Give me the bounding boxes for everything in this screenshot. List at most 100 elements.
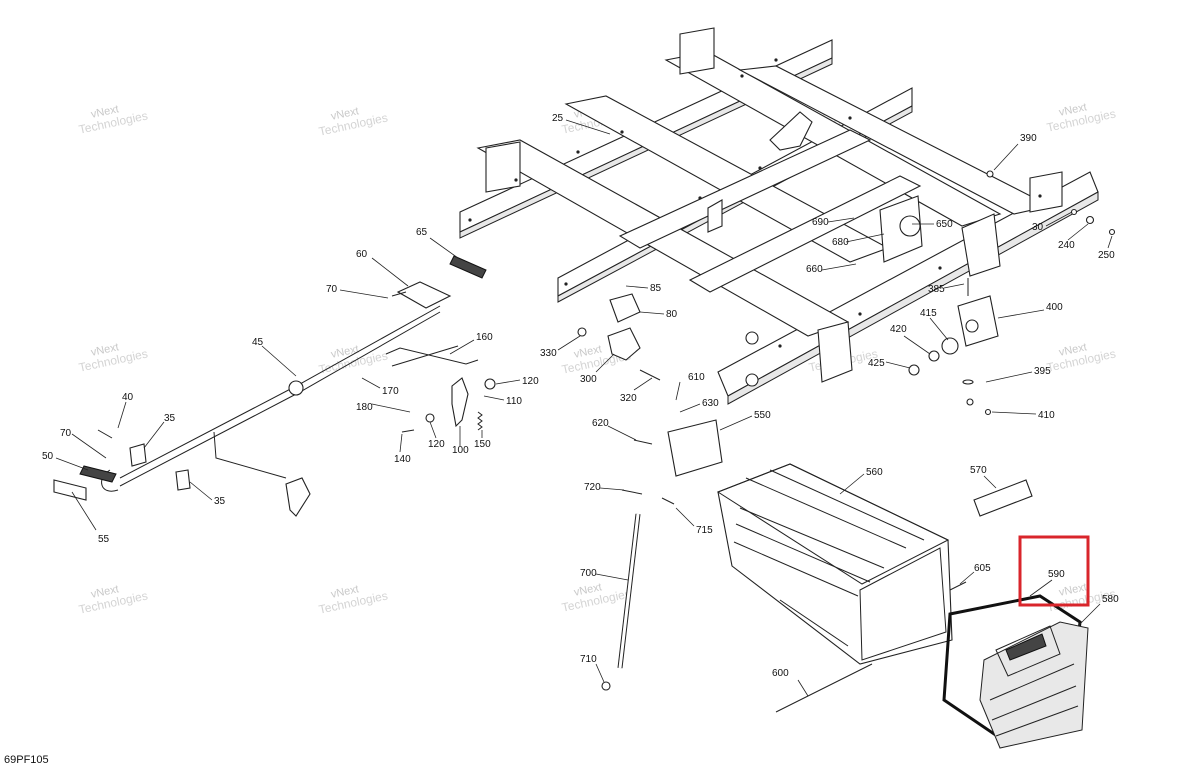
svg-text:35: 35 (164, 413, 176, 424)
callout[interactable]: 690 (812, 217, 855, 228)
main-frame (459, 27, 1099, 405)
svg-text:600: 600 (772, 668, 789, 679)
callout[interactable]: 400 (997, 302, 1063, 319)
callout[interactable]: 385 (928, 283, 965, 295)
callout[interactable]: 250 (1098, 235, 1115, 261)
callout[interactable]: 395 (985, 366, 1051, 383)
svg-text:620: 620 (592, 418, 609, 429)
pedal-linkage-assembly (53, 255, 496, 517)
svg-text:65: 65 (416, 227, 428, 238)
callout[interactable]: 390 (993, 133, 1037, 171)
svg-text:55: 55 (98, 534, 110, 545)
callout[interactable]: 35 (143, 413, 176, 449)
callout[interactable]: 410 (991, 410, 1055, 421)
callout[interactable]: 700 (580, 568, 629, 581)
watermark: vNext Technologies (318, 583, 389, 616)
svg-text:vNext: vNext (1058, 341, 1088, 359)
callout[interactable]: 140 (394, 433, 411, 465)
callout[interactable]: 580 (1077, 594, 1119, 627)
callout[interactable]: 40 (117, 392, 134, 429)
watermark: vNext Technologies (1046, 101, 1117, 134)
callout[interactable]: 570 (970, 465, 997, 489)
callout[interactable]: 330 (540, 335, 581, 359)
callout[interactable]: 110 (483, 395, 522, 407)
svg-text:715: 715 (696, 525, 713, 536)
callout[interactable]: 50 (42, 451, 89, 471)
callout[interactable]: 25 (552, 113, 611, 135)
figure-code: 69PF105 (4, 754, 49, 766)
callout[interactable]: 35 (189, 481, 226, 507)
callout[interactable]: 425 (868, 358, 911, 369)
svg-text:70: 70 (60, 428, 72, 439)
callout[interactable]: 240 (1058, 223, 1089, 251)
svg-text:70: 70 (326, 284, 338, 295)
callout[interactable]: 70 (60, 428, 107, 459)
svg-text:vNext: vNext (1058, 101, 1088, 119)
callout[interactable]: 70 (326, 284, 389, 299)
svg-text:390: 390 (1020, 133, 1037, 144)
svg-text:410: 410 (1038, 410, 1055, 421)
svg-text:50: 50 (42, 451, 54, 462)
callout[interactable]: 630 (679, 398, 719, 413)
watermark: vNext Technologies (78, 341, 149, 374)
callout[interactable]: 180 (356, 402, 411, 413)
svg-text:610: 610 (688, 372, 705, 383)
svg-text:120: 120 (428, 439, 445, 450)
callout[interactable]: 120 (428, 421, 445, 450)
svg-text:150: 150 (474, 439, 491, 450)
callout[interactable]: 650 (912, 219, 953, 230)
callout[interactable]: 60 (356, 249, 409, 287)
callout[interactable]: 605 (959, 563, 991, 585)
watermark: vNext Technologies (318, 105, 389, 138)
svg-text:690: 690 (812, 217, 829, 228)
watermark: vNext Technologies (561, 581, 632, 614)
callout[interactable]: 45 (252, 337, 297, 377)
callout[interactable]: 590 (1029, 569, 1065, 597)
callout[interactable]: 610 (675, 372, 705, 401)
svg-text:700: 700 (580, 568, 597, 579)
svg-text:vNext: vNext (330, 343, 360, 361)
callout[interactable]: 30 (1032, 211, 1073, 233)
callout[interactable]: 680 (832, 233, 885, 248)
callout[interactable]: 160 (449, 332, 493, 355)
callout[interactable]: 55 (71, 491, 110, 545)
storage-box (716, 463, 953, 713)
callout[interactable]: 600 (772, 668, 809, 697)
svg-text:35: 35 (214, 496, 226, 507)
callout[interactable]: 100 (452, 426, 469, 456)
callout[interactable]: 170 (361, 377, 399, 397)
svg-text:vNext: vNext (330, 583, 360, 601)
callout[interactable]: 80 (639, 309, 678, 320)
callout[interactable]: 550 (719, 410, 771, 431)
svg-text:180: 180 (356, 402, 373, 413)
svg-text:120: 120 (522, 376, 539, 387)
svg-text:170: 170 (382, 386, 399, 397)
callout[interactable]: 300 (580, 353, 615, 385)
callout[interactable]: 65 (416, 227, 459, 259)
callout[interactable]: 85 (625, 283, 662, 294)
callout-layer: 25 30 35 35 40 45 50 55 60 65 70 70 80 8… (42, 113, 1119, 697)
svg-text:80: 80 (666, 309, 678, 320)
svg-text:140: 140 (394, 454, 411, 465)
callout[interactable]: 560 (839, 467, 883, 495)
callout[interactable]: 415 (920, 308, 949, 341)
svg-text:60: 60 (356, 249, 368, 260)
callout[interactable]: 420 (890, 324, 931, 355)
callout[interactable]: 620 (592, 418, 637, 441)
svg-text:vNext: vNext (90, 341, 120, 359)
callout[interactable]: 320 (620, 377, 653, 404)
svg-text:45: 45 (252, 337, 264, 348)
svg-text:85: 85 (650, 283, 662, 294)
svg-text:40: 40 (122, 392, 134, 403)
svg-text:vNext: vNext (90, 583, 120, 601)
callout[interactable]: 710 (580, 654, 605, 683)
svg-text:710: 710 (580, 654, 597, 665)
watermark: vNext Technologies (78, 583, 149, 616)
callout[interactable]: 660 (806, 263, 857, 275)
callout[interactable]: 715 (675, 507, 713, 536)
svg-text:630: 630 (702, 398, 719, 409)
callout[interactable]: 150 (474, 430, 491, 450)
callout[interactable]: 120 (495, 376, 539, 387)
callout[interactable]: 720 (584, 482, 625, 493)
watermark: vNext Technologies (1046, 341, 1117, 374)
